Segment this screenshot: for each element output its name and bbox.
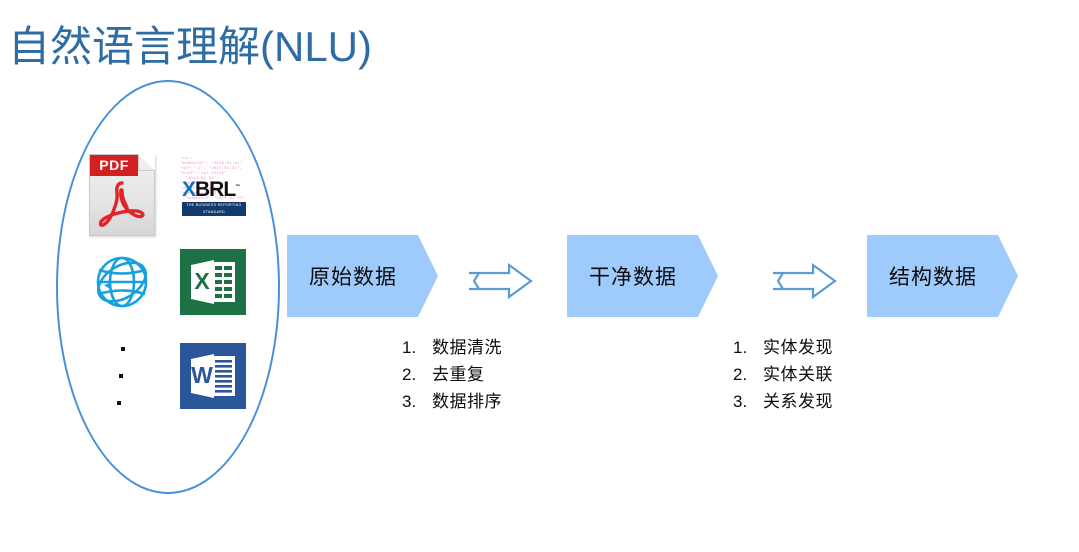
list-item: 2. 实体关联	[733, 361, 833, 388]
list-item: 1. 实体发现	[733, 334, 833, 361]
oval-outline-shape	[56, 80, 280, 494]
ellipsis-dot	[119, 374, 123, 378]
list-item-number: 2.	[733, 365, 748, 384]
list-item-label: 实体发现	[763, 338, 833, 357]
web-globe-icon	[86, 246, 158, 318]
chevron-tip	[698, 235, 718, 317]
ellipsis-dot	[121, 347, 125, 351]
adobe-acrobat-a-icon	[99, 181, 145, 227]
xbrl-brl-letters: BRL	[195, 178, 236, 201]
xbrl-wordmark: XBRL™ THE BUSINESS REPORTING STANDARD	[182, 176, 248, 216]
arrow-raw-to-clean-icon	[466, 262, 534, 300]
list-item-label: 实体关联	[763, 365, 833, 384]
pdf-fold-corner-icon	[138, 154, 155, 171]
list-item-label: 关系发现	[763, 392, 833, 411]
xbrl-tagline: THE BUSINESS REPORTING STANDARD	[182, 202, 246, 216]
word-file-icon: W	[180, 343, 246, 409]
cleaning-steps-list: 1. 数据清洗 2. 去重复 3. 数据排序	[402, 334, 502, 415]
chevron-tip	[998, 235, 1018, 317]
stage-structured-data-label: 结构数据	[889, 266, 977, 289]
excel-file-icon: X	[180, 249, 246, 315]
list-item-number: 1.	[402, 338, 417, 357]
pdf-fold-edge-icon	[138, 154, 155, 171]
stage-raw-data-label: 原始数据	[309, 266, 397, 289]
list-item-number: 3.	[733, 392, 748, 411]
list-item: 2. 去重复	[402, 361, 502, 388]
list-item-number: 1.	[733, 338, 748, 357]
ellipsis-dot	[117, 401, 121, 405]
stage-clean-data[interactable]: 干净数据	[567, 235, 718, 317]
xbrl-word-text: XBRL™	[182, 176, 248, 201]
more-sources-ellipsis	[114, 347, 136, 413]
list-item-number: 2.	[402, 365, 417, 384]
excel-letter: X	[194, 268, 210, 294]
list-item-label: 数据清洗	[432, 338, 502, 357]
list-item-label: 去重复	[432, 365, 485, 384]
stage-raw-data[interactable]: 原始数据	[287, 235, 438, 317]
stage-clean-data-label: 干净数据	[589, 266, 677, 289]
pdf-file-icon: PDF	[89, 154, 155, 236]
list-item: 3. 数据排序	[402, 388, 502, 415]
data-sources-group	[56, 80, 280, 494]
xbrl-trademark-symbol: ™	[235, 184, 240, 190]
chevron-tip	[418, 235, 438, 317]
page-title: 自然语言理解(NLU)	[8, 23, 372, 70]
list-item-number: 3.	[402, 392, 417, 411]
pdf-label: PDF	[90, 155, 138, 176]
word-letter: W	[191, 362, 213, 388]
list-item-label: 数据排序	[432, 392, 502, 411]
stage-structured-data[interactable]: 结构数据	[867, 235, 1018, 317]
structuring-steps-list: 1. 实体发现 2. 实体关联 3. 关系发现	[733, 334, 833, 415]
list-item: 3. 关系发现	[733, 388, 833, 415]
xbrl-logo-icon: "id": "memberOf": "2019-01-01" "wd":"-1"…	[180, 157, 252, 219]
list-item: 1. 数据清洗	[402, 334, 502, 361]
arrow-clean-to-structured-icon	[770, 262, 838, 300]
xbrl-x-letter: X	[182, 178, 196, 201]
